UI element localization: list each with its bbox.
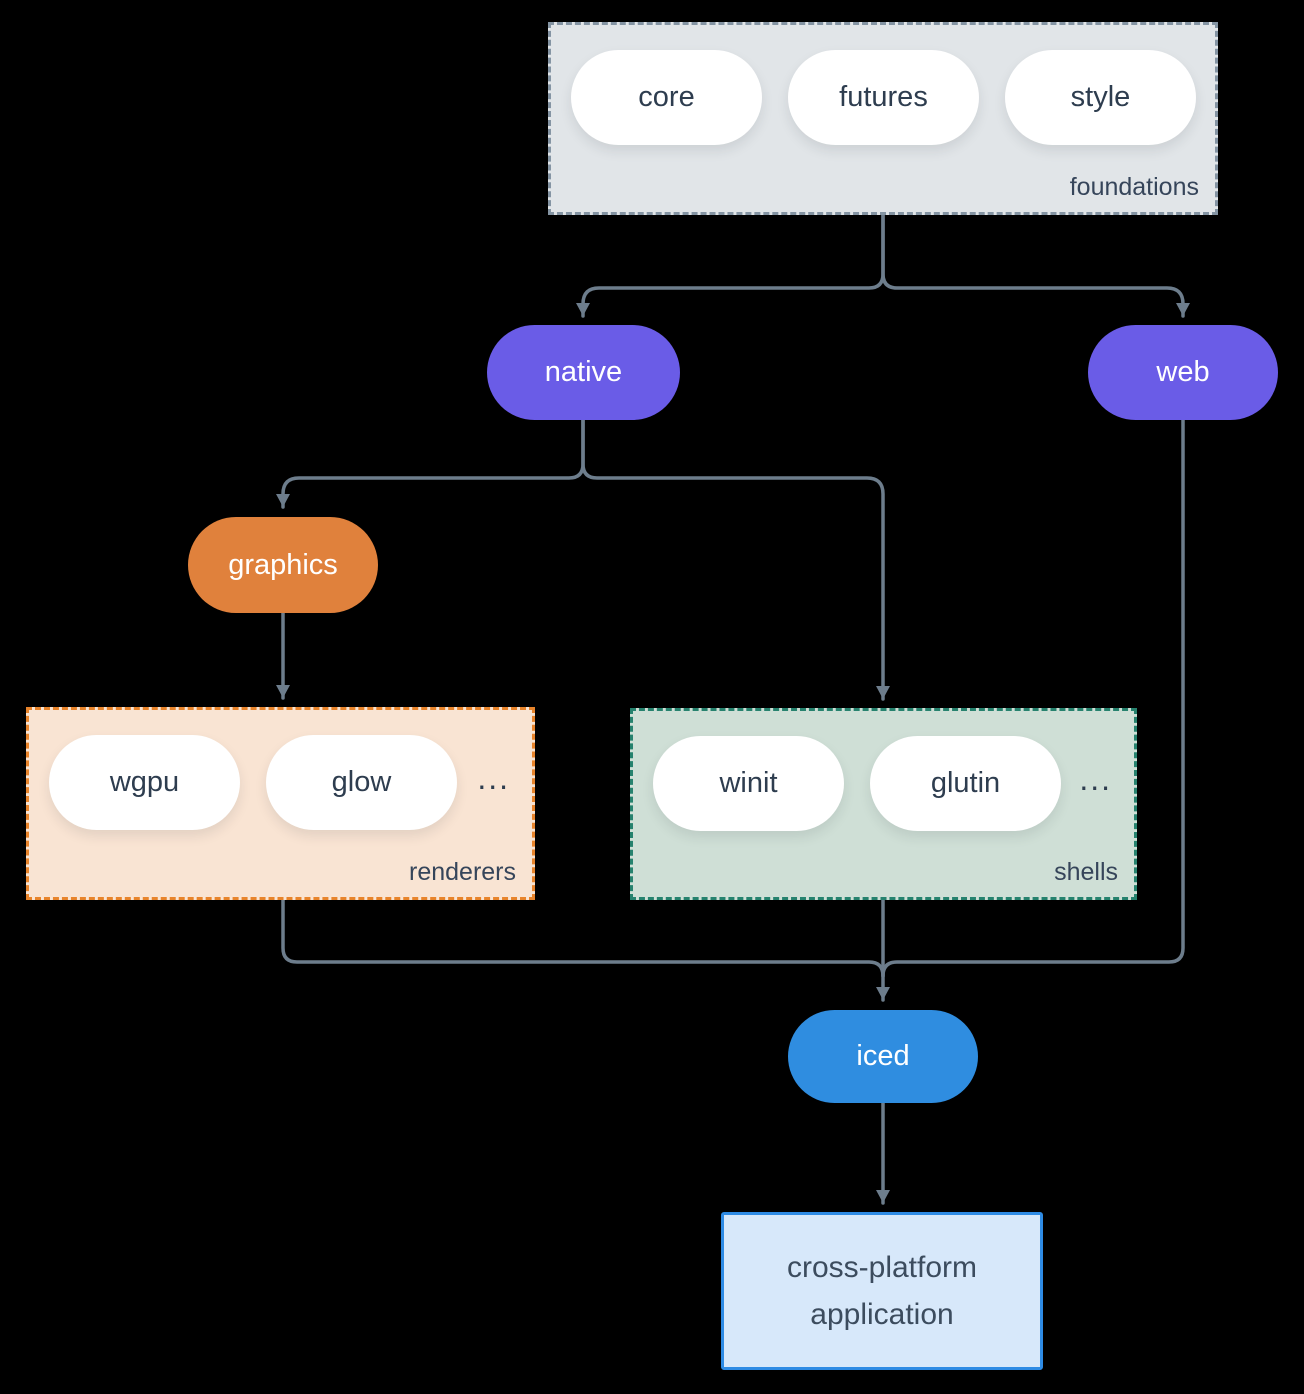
- edge-foundations-to-native: [576, 213, 885, 318]
- node-winit: winit: [653, 736, 844, 831]
- node-web: web: [1088, 325, 1278, 420]
- node-iced: iced: [788, 1010, 978, 1103]
- edge-native-to-shells: [581, 418, 890, 701]
- foundations-group-label: foundations: [1069, 173, 1199, 201]
- node-glutin: glutin: [870, 736, 1061, 831]
- node-graphics: graphics: [188, 517, 378, 613]
- renderers-group-label: renderers: [409, 858, 516, 886]
- foundations-group: core futures style foundations: [548, 22, 1218, 215]
- node-core: core: [571, 50, 762, 145]
- node-futures: futures: [788, 50, 979, 145]
- shells-group: winit glutin ... shells: [630, 708, 1137, 900]
- renderers-pill-row: wgpu glow: [29, 710, 532, 830]
- node-glow: glow: [266, 735, 457, 830]
- shells-ellipsis: ...: [1079, 761, 1112, 797]
- edge-foundations-to-web: [881, 213, 1190, 318]
- node-wgpu: wgpu: [49, 735, 240, 830]
- renderers-group: wgpu glow ... renderers: [26, 707, 535, 900]
- renderers-ellipsis: ...: [477, 760, 510, 796]
- edge-renderers-to-iced: [281, 898, 885, 978]
- node-style: style: [1005, 50, 1196, 145]
- edge-native-to-graphics: [276, 418, 585, 509]
- shells-pill-row: winit glutin: [633, 711, 1134, 831]
- shells-group-label: shells: [1054, 858, 1118, 886]
- node-cross-platform-application: cross-platform application: [721, 1212, 1043, 1370]
- foundations-pill-row: core futures style: [551, 25, 1215, 145]
- node-native: native: [487, 325, 680, 420]
